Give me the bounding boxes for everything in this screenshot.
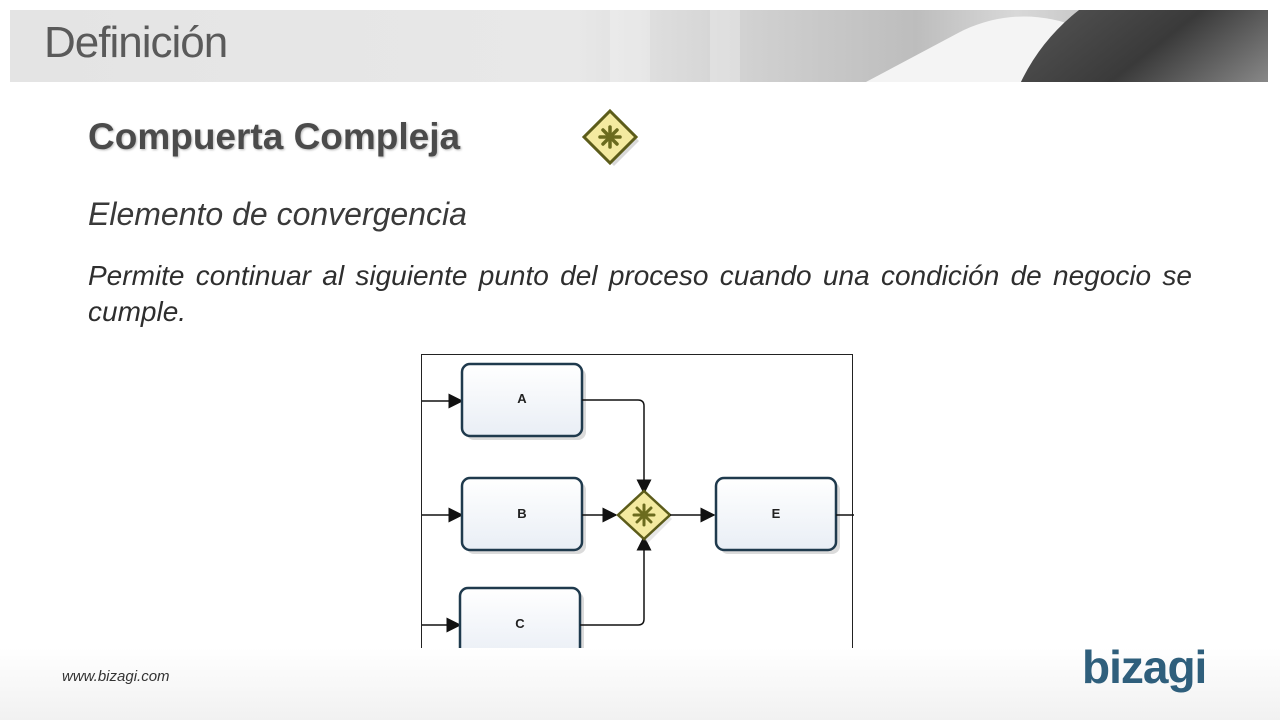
process-diagram: A B C E [421,354,854,676]
flow-a-to-gateway [582,399,652,495]
subheading: Elemento de convergencia [88,196,467,232]
slide-title: Definición [44,18,228,67]
task-label: E [772,506,781,521]
header-banner [10,10,1268,82]
footer-url[interactable]: www.bizagi.com [62,668,170,685]
footer-band [0,648,1280,720]
complex-gateway [616,489,672,543]
task-label: C [515,616,525,631]
task-label: B [517,506,526,521]
task-e: E [714,476,838,552]
flow-c-to-gateway [580,535,652,626]
complex-gateway-icon [581,108,639,166]
description-text: Permite continuar al siguiente punto del… [88,260,1192,327]
section-heading: Compuerta Compleja [88,116,461,157]
task-a: A [460,362,584,438]
bizagi-logo: bizagi [1082,641,1207,693]
task-b: B [460,476,584,552]
banner-tile [610,10,650,82]
banner-tile [710,10,740,82]
task-label: A [517,391,527,406]
diagram-canvas: A B C E [422,362,854,664]
